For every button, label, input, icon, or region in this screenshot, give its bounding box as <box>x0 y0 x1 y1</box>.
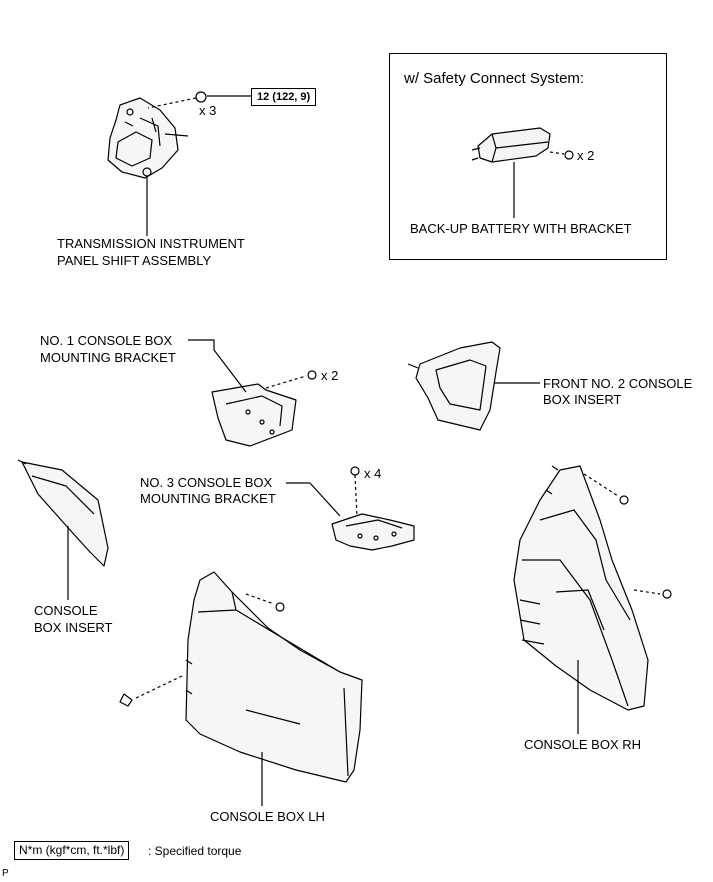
bracket1-bolt-leader <box>265 375 307 389</box>
no3-mounting-bracket-part <box>331 513 415 551</box>
no1-mounting-bracket-part <box>211 383 297 447</box>
backup-battery-part <box>471 127 551 163</box>
bracket3-bolt-quantity: x 4 <box>364 466 382 481</box>
bracket1-bolt <box>307 370 317 380</box>
battery-bolt-quantity: x 2 <box>577 148 595 163</box>
no3-bracket-label-line2: MOUNTING BRACKET <box>140 491 276 506</box>
lh-top-clip-leader <box>245 593 275 605</box>
console-insert-label-line1: CONSOLE <box>34 603 98 618</box>
front-no2-label-line2: BOX INSERT <box>543 392 622 407</box>
no1-leader-line <box>188 339 247 393</box>
lh-clip-leader <box>135 675 183 699</box>
rh-side-clip <box>662 589 672 599</box>
console-box-insert-part <box>17 459 109 567</box>
lh-top-clip <box>275 602 285 612</box>
battery-bolt-leader <box>549 151 565 155</box>
front-no2-insert-part <box>407 341 501 431</box>
rh-side-clip-leader <box>633 589 661 595</box>
console-lh-label: CONSOLE BOX LH <box>210 809 325 824</box>
torque-legend-text: : Specified torque <box>148 844 242 858</box>
bracket3-bolt <box>350 466 360 476</box>
bracket1-bolt-quantity: x 2 <box>321 368 339 383</box>
transmission-label-line1: TRANSMISSION INSTRUMENT <box>57 236 245 251</box>
transmission-shift-assembly-part <box>107 97 189 179</box>
torque-legend-box: N*m (kgf*cm, ft.*lbf) <box>14 841 130 860</box>
backup-battery-label: BACK-UP BATTERY WITH BRACKET <box>410 221 632 236</box>
rh-top-clip <box>619 495 629 505</box>
front-no2-label-line1: FRONT NO. 2 CONSOLE <box>543 376 693 391</box>
nut-leader-line <box>147 97 197 109</box>
no1-bracket-label-line1: NO. 1 CONSOLE BOX <box>40 333 173 348</box>
console-insert-label-line2: BOX INSERT <box>34 620 113 635</box>
console-box-rh-part <box>513 465 649 711</box>
bracket3-bolt-leader <box>354 474 358 517</box>
no1-bracket-label-line2: MOUNTING BRACKET <box>40 350 176 365</box>
shift-nut-quantity: x 3 <box>199 103 217 118</box>
lh-clip <box>119 693 133 707</box>
callout-title: w/ Safety Connect System: <box>404 70 585 87</box>
console-box-lh-part <box>185 571 363 783</box>
no3-leader-line <box>286 482 341 517</box>
torque-value-box: 12 (122, 9) <box>251 88 317 106</box>
console-rh-label: CONSOLE BOX RH <box>524 737 642 752</box>
transmission-label-line2: PANEL SHIFT ASSEMBLY <box>57 253 212 268</box>
rh-top-clip-leader <box>583 473 619 497</box>
corner-mark: P <box>2 868 9 879</box>
shift-nut <box>195 91 207 103</box>
no3-bracket-label-line1: NO. 3 CONSOLE BOX <box>140 475 273 490</box>
battery-bolt <box>564 150 574 160</box>
safety-connect-callout: w/ Safety Connect System: <box>389 53 667 260</box>
